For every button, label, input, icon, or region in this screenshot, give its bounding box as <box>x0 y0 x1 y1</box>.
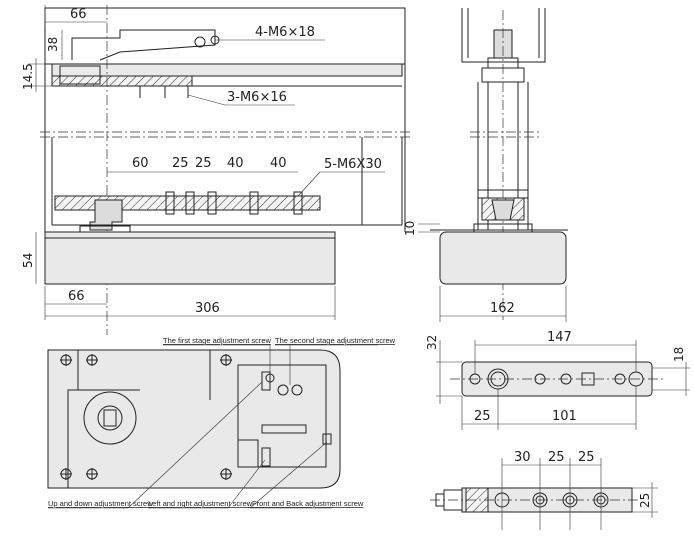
plan-callouts: The first stage adjustment screw The sec… <box>48 336 396 509</box>
dim-plate-right-height: 18 <box>672 347 686 362</box>
label-screws-mid: 3-M6×16 <box>227 90 287 105</box>
dim-spacing-d: 40 <box>227 156 244 171</box>
dim-side-width: 162 <box>490 301 515 316</box>
dim-plate-hole-span: 147 <box>547 330 572 345</box>
dim-spacing-b: 25 <box>172 156 189 171</box>
dim-front-top-height: 38 <box>46 37 60 52</box>
label-front-back: Front and Back adjustment screw <box>252 499 364 508</box>
label-up-down: Up and down adjustment screw <box>48 499 153 508</box>
dim-spacing-c: 25 <box>195 156 212 171</box>
plate-dimensions: 32 147 18 25 101 <box>425 330 690 430</box>
dim-front-gap: 14.5 <box>21 63 35 90</box>
mounting-plate <box>450 361 665 397</box>
dim-body-height: 54 <box>21 253 35 268</box>
label-screws-bottom: 5-M6X30 <box>324 157 382 172</box>
dim-side-gap: 10 <box>403 221 417 236</box>
dim-bottom-s3: 25 <box>578 450 595 465</box>
plan-view <box>47 349 341 489</box>
dim-plate-height: 32 <box>425 335 439 350</box>
dim-bottom-height: 25 <box>638 493 652 508</box>
dim-bottom-s2: 25 <box>548 450 565 465</box>
side-dimensions: 10 162 <box>403 221 567 322</box>
label-second-stage: The second stage adjustment screw <box>275 336 396 345</box>
bottom-strip <box>430 487 640 513</box>
bottom-dimensions: 30 25 25 25 <box>501 450 658 530</box>
dim-spacing-e: 40 <box>270 156 287 171</box>
dim-plate-mid-span: 101 <box>552 409 577 424</box>
dim-bottom-s1: 30 <box>514 450 531 465</box>
dim-body-length: 306 <box>195 301 220 316</box>
dim-spacing-a: 60 <box>132 156 149 171</box>
label-first-stage: The first stage adjustment screw <box>163 336 272 345</box>
dim-body-offset: 66 <box>68 289 85 304</box>
dim-plate-left-offset: 25 <box>474 409 491 424</box>
front-view <box>40 5 410 335</box>
label-left-right: Left and right adjustment screw <box>148 499 253 508</box>
side-view <box>430 8 568 320</box>
dim-front-top-width: 66 <box>70 7 87 22</box>
label-screws-top: 4-M6×18 <box>255 25 315 40</box>
plan-screws <box>60 354 332 480</box>
front-dimensions: 66 38 14.5 4-M6×18 3-M6×16 5-M6X30 60 25… <box>21 5 385 320</box>
